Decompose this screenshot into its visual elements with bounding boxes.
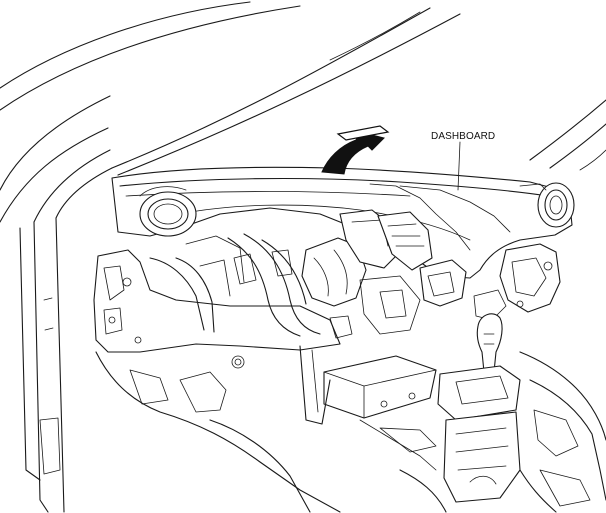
left-air-vent bbox=[139, 186, 197, 237]
dashboard-callout: DASHBOARD bbox=[431, 131, 495, 191]
control-module bbox=[299, 345, 437, 425]
windshield-frame bbox=[111, 7, 606, 176]
gear-shift-assembly bbox=[437, 313, 521, 503]
center-wiring-harness bbox=[227, 209, 467, 339]
floor-console bbox=[95, 351, 606, 513]
right-side-bracket bbox=[473, 243, 561, 321]
removal-direction-arrow bbox=[321, 125, 390, 175]
dashboard-leader-line bbox=[457, 141, 461, 191]
right-air-vent bbox=[519, 182, 575, 228]
steering-member bbox=[93, 235, 341, 353]
dashboard-label: DASHBOARD bbox=[431, 131, 495, 142]
door-frame bbox=[0, 1, 301, 513]
